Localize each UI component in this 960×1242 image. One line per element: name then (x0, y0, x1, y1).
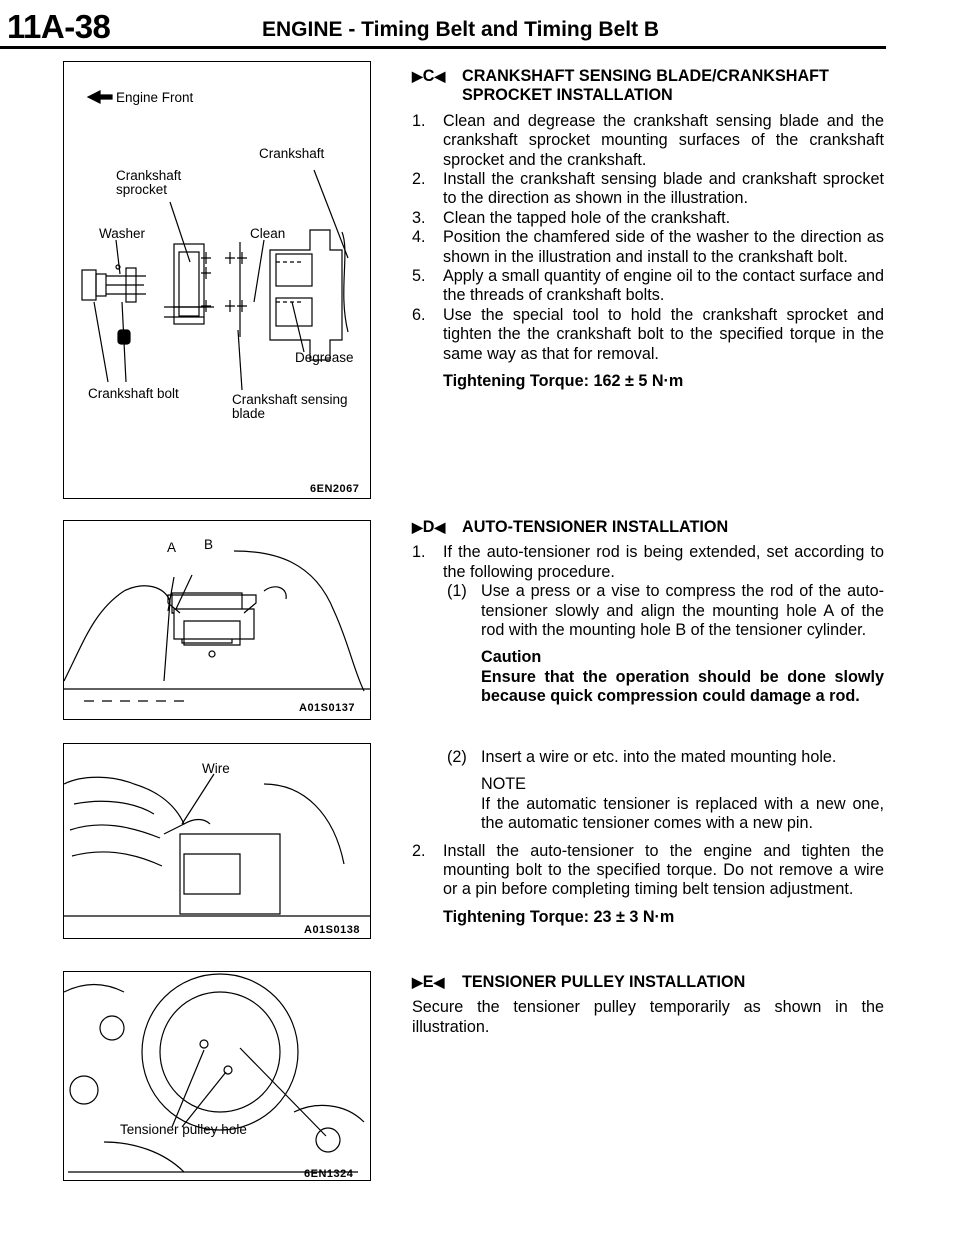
section-e-heading: ▶E◀ TENSIONER PULLEY INSTALLATION (412, 973, 746, 991)
tensioner-pulley-diagram (64, 973, 365, 1173)
list-item: 5.Apply a small quantity of engine oil t… (412, 267, 884, 305)
list-item: 4.Position the chamfered side of the was… (412, 228, 884, 266)
figure-code: 6EN2067 (310, 483, 360, 495)
torque-spec: Tightening Torque: 23 ± 3 N·m (443, 907, 675, 926)
section-d-continued: (2)Insert a wire or etc. into the mated … (412, 748, 884, 927)
section-marker: ▶E◀ (412, 973, 445, 991)
figure-auto-tensioner: A B A01S0137 (63, 520, 371, 720)
paragraph: Secure the tensioner pulley temporarily … (412, 998, 884, 1036)
label-crankshaft-bolt: Crankshaft bolt (88, 386, 179, 401)
list-item: 1.Clean and degrease the crankshaft sens… (412, 111, 884, 169)
figure-code: A01S0137 (299, 702, 355, 714)
page-header: 11A-38 ENGINE - Timing Belt and Timing B… (0, 0, 960, 50)
header-rule (0, 46, 886, 49)
list-item: 6.Use the special tool to hold the crank… (412, 305, 884, 363)
sub-list-item: (2)Insert a wire or etc. into the mated … (447, 748, 837, 766)
section-d-heading: ▶D◀ AUTO-TENSIONER INSTALLATION (412, 518, 729, 536)
figure-crankshaft: Engine Front Crankshaft Crankshaft sproc… (63, 61, 371, 499)
crankshaft-diagram (81, 90, 349, 391)
label-tensioner-pulley-hole: Tensioner pulley hole (120, 1122, 247, 1137)
note-text: If the automatic tensioner is replaced w… (481, 794, 884, 833)
section-c: ▶C◀ CRANKSHAFT SENSING BLADE/CRANKSHAFT … (412, 67, 884, 392)
list-item: 1.If the auto-tensioner rod is being ext… (412, 543, 884, 581)
label-crankshaft-sprocket-line2: sprocket (116, 182, 168, 197)
page-title: ENGINE - Timing Belt and Timing Belt B (262, 18, 660, 41)
label-sensing-blade-line2: blade (232, 406, 266, 421)
triangle-right-icon: ▶ (412, 974, 423, 990)
triangle-right-icon: ▶ (412, 68, 423, 84)
triangle-left-icon: ◀ (434, 68, 446, 84)
label-engine-front: Engine Front (116, 90, 194, 105)
figure-tensioner-pulley: Tensioner pulley hole 6EN1324 (63, 971, 371, 1181)
note-title: NOTE (481, 775, 526, 794)
wire-diagram (64, 773, 370, 917)
caution-title: Caution (481, 648, 542, 667)
figure-wire: Wire A01S0138 (63, 743, 371, 939)
label-clean: Clean (250, 226, 286, 241)
label-wire: Wire (202, 761, 230, 776)
sub-list-item: (1)Use a press or a vise to compress the… (447, 582, 884, 640)
section-marker: ▶D◀ (412, 518, 446, 536)
section-e: ▶E◀ TENSIONER PULLEY INSTALLATION Secure… (412, 973, 884, 1037)
section-d: ▶D◀ AUTO-TENSIONER INSTALLATION 1.If the… (412, 518, 884, 707)
auto-tensioner-diagram (64, 550, 370, 702)
label-crankshaft: Crankshaft (259, 146, 325, 161)
label-degrease: Degrease (295, 350, 354, 365)
triangle-left-icon: ◀ (433, 974, 445, 990)
list-item: 2.Install the auto-tensioner to the engi… (412, 841, 884, 899)
page-number: 11A-38 (7, 8, 111, 45)
label-washer: Washer (99, 226, 146, 241)
triangle-left-icon: ◀ (434, 519, 446, 535)
label-sensing-blade-line1: Crankshaft sensing (232, 392, 348, 407)
section-marker: ▶C◀ (412, 67, 446, 85)
label-a: A (167, 540, 177, 555)
list-item: 2.Install the crankshaft sensing blade a… (412, 170, 884, 208)
figure-code: 6EN1324 (304, 1168, 354, 1180)
caution-text: Ensure that the operation should be done… (481, 667, 884, 706)
list-item: 3.Clean the tapped hole of the crankshaf… (412, 208, 731, 227)
label-crankshaft-sprocket-line1: Crankshaft (116, 168, 182, 183)
triangle-right-icon: ▶ (412, 519, 423, 535)
figure-code: A01S0138 (304, 924, 360, 936)
section-c-heading: ▶C◀ CRANKSHAFT SENSING BLADE/CRANKSHAFT … (412, 67, 829, 105)
label-b: B (204, 537, 214, 552)
torque-spec: Tightening Torque: 162 ± 5 N·m (443, 372, 684, 391)
